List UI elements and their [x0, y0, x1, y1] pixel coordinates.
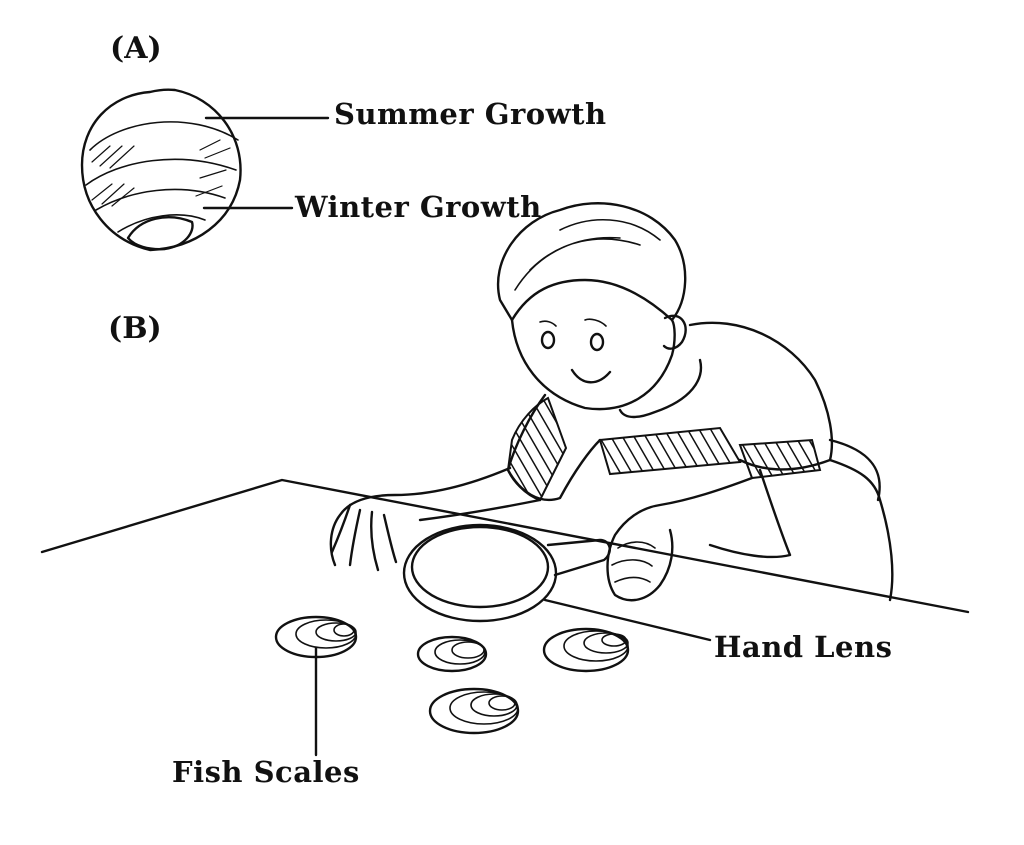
boy-illustration [329, 202, 894, 602]
fish-scales-label: Fish Scales [172, 755, 360, 789]
table-edge [40, 478, 970, 614]
panel-a-label: (A) [110, 31, 162, 66]
panel-b-label: (B) [108, 311, 162, 346]
fish-scale-4 [428, 687, 520, 735]
hand-lens-leader [543, 598, 712, 642]
fish-scale-3 [542, 627, 630, 673]
fish-scale-2 [416, 635, 488, 673]
summer-growth-label: Summer Growth [334, 97, 607, 131]
fish-scale-closeup [80, 88, 242, 252]
winter-growth-label: Winter Growth [294, 190, 542, 224]
hand-lens [402, 523, 611, 623]
hand-lens-label: Hand Lens [714, 630, 892, 664]
